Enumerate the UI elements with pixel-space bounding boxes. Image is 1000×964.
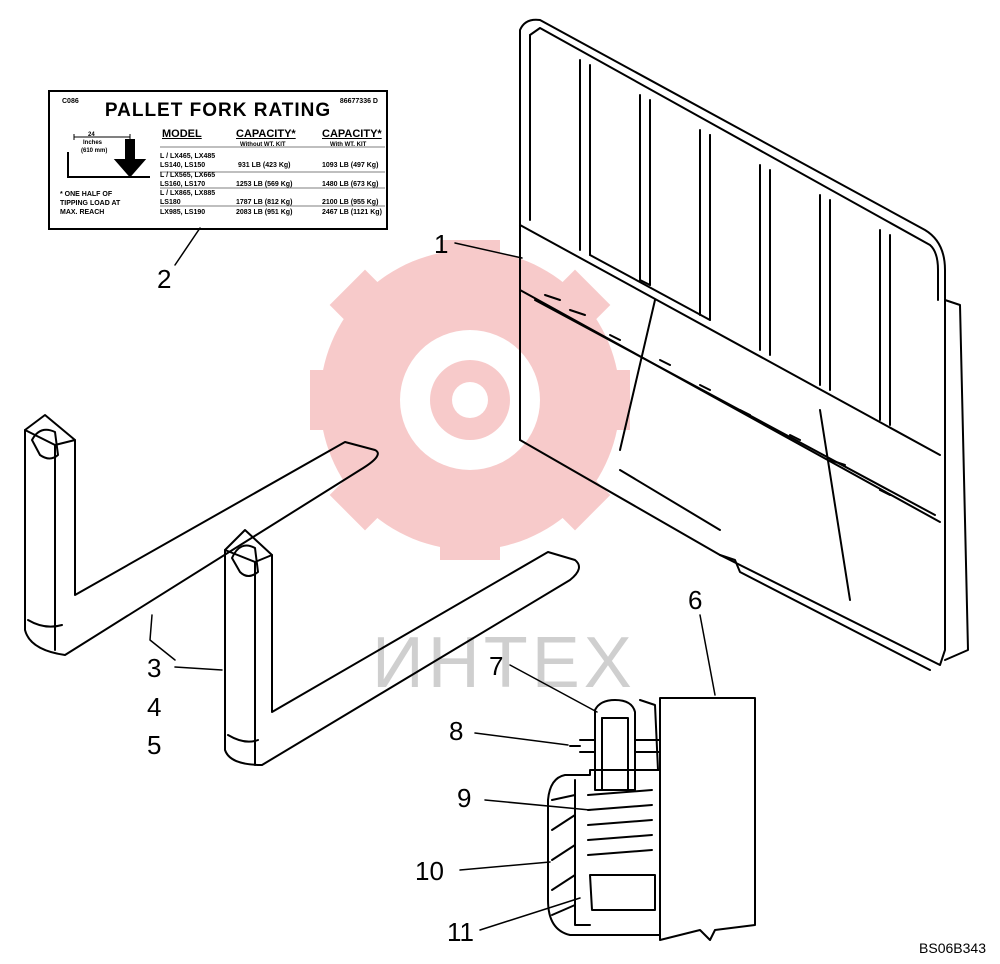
callout-11: 11 [447,917,474,947]
pallet-fork-rear [24,414,379,656]
decal-row-model: LS140, LS150 [160,162,206,169]
callout-4: 4 [147,692,162,722]
decal-row-model: L / LX465, LX485 [160,153,216,160]
decal-note-line: * ONE HALF OF [60,191,113,198]
pallet-fork-rating-decal: C086 86677336 D PALLET FORK RATING 24 In… [48,90,388,230]
leader-lines [149,227,716,931]
decal-row-cap1: 1787 LB (812 Kg) [236,199,293,206]
callout-3: 3 [147,653,162,683]
watermark-text: ИНТЕХ [372,623,636,703]
decal-row-cap2: 1093 LB (497 Kg) [322,162,379,169]
callout-5: 5 [147,730,162,760]
callout-2: 2 [157,264,172,294]
fork-carriage-frame [519,18,969,671]
decal-row-model: LS180 [160,199,181,206]
fork-mount-detail [547,697,756,941]
decal-dim-value: 24 [88,132,95,138]
decal-dim-unit: Inches [83,140,103,146]
decal-row-model: L / LX865, LX885 [160,190,216,197]
decal-row-model: L / LX565, LX665 [160,172,216,179]
decal-title: PALLET FORK RATING [104,100,332,121]
decal-artwork [67,134,385,207]
decal-col-cap1-sub: Without WT. KIT [240,142,286,148]
decal-row-cap1: 1253 LB (569 Kg) [236,181,293,188]
callout-7: 7 [489,651,504,681]
decal-note-line: TIPPING LOAD AT [60,200,121,207]
decal-note: * ONE HALF OF TIPPING LOAD AT MAX. REACH [60,190,120,217]
decal-row-model: LX985, LS190 [160,209,206,216]
callout-10: 10 [415,856,444,886]
decal-row-cap2: 2467 LB (1121 Kg) [322,209,382,216]
decal-row-cap2: 1480 LB (673 Kg) [322,181,379,188]
decal-col-cap2: CAPACITY* [322,128,382,140]
callout-8: 8 [449,716,464,746]
pallet-fork-front [224,529,580,766]
decal-code-right: 86677336 D [339,98,378,105]
callout-9: 9 [457,783,472,813]
decal-dim-metric: (610 mm) [81,148,108,154]
decal-row-model: LS160, LS170 [160,181,206,188]
decal-col-model: MODEL [162,128,202,140]
decal-col-cap2-sub: With WT. KIT [330,142,367,148]
decal-col-cap1: CAPACITY* [236,128,296,140]
decal-note-line: MAX. REACH [60,209,105,216]
document-id: BS06B343 [919,940,986,956]
decal-code-left: C086 [62,98,79,105]
decal-row-cap2: 2100 LB (955 Kg) [322,199,379,206]
decal-row-cap1: 2083 LB (951 Kg) [236,209,293,216]
callout-1: 1 [434,229,449,259]
decal-row-cap1: 931 LB (423 Kg) [238,162,291,169]
callout-6: 6 [688,585,703,615]
